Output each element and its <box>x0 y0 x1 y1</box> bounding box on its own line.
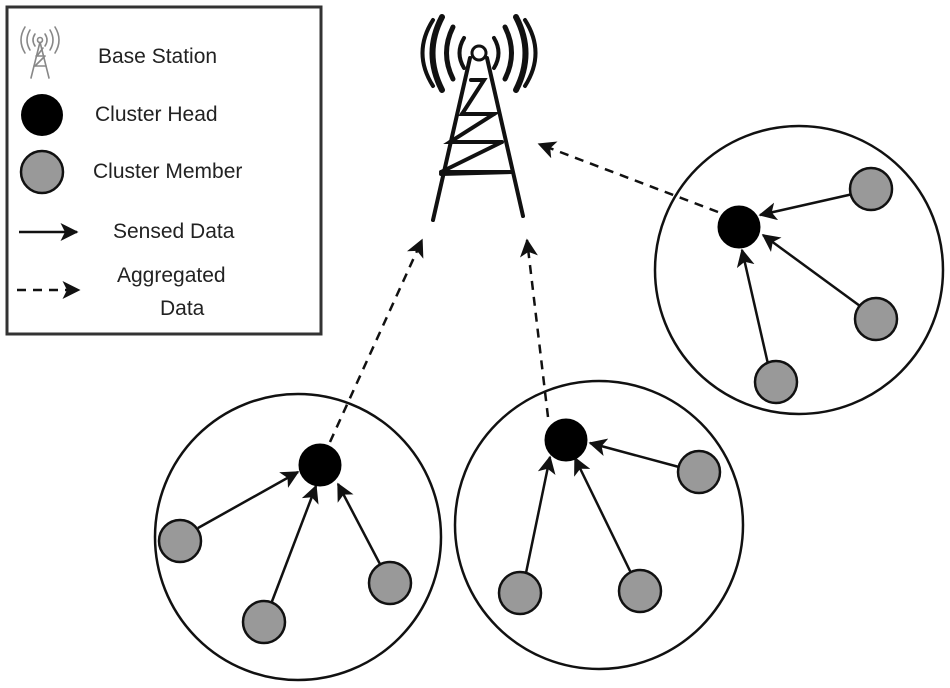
cluster-head-node <box>544 418 588 462</box>
cluster-member-node <box>676 449 722 495</box>
cluster-1-nodes <box>157 443 413 645</box>
cluster-head-node <box>298 443 342 487</box>
cluster-member-node <box>497 570 543 616</box>
aggregated-link-cluster-1 <box>328 238 424 443</box>
cluster-member-node <box>848 166 894 212</box>
sensed-link <box>336 482 383 567</box>
legend: Base Station Cluster Head Cluster Member… <box>5 5 323 336</box>
cluster-boundary-2 <box>453 379 745 671</box>
sensed-link <box>758 192 854 221</box>
cluster-3-nodes <box>717 166 899 405</box>
sensed-link <box>588 438 680 469</box>
cluster-member-label: Cluster Member <box>93 160 242 183</box>
aggregated-data-links <box>328 141 719 443</box>
aggregated-data-label-line1: Aggregated <box>117 264 226 287</box>
sensed-link <box>573 456 633 574</box>
sensed-link <box>736 248 770 365</box>
cluster-member-node <box>241 599 287 645</box>
cluster-head-node <box>717 205 761 249</box>
cluster-boundary-3 <box>653 124 945 416</box>
base-station-tower-icon <box>420 14 538 222</box>
sensed-link <box>269 484 319 605</box>
sensed-data-label: Sensed Data <box>113 220 235 243</box>
aggregated-link-cluster-2 <box>520 238 550 418</box>
base-station-label: Base Station <box>98 45 217 68</box>
cluster-member-node <box>617 568 663 614</box>
sensed-link <box>524 455 556 574</box>
sensed-link <box>197 470 300 530</box>
cluster-member-node <box>753 359 799 405</box>
cluster-head-label: Cluster Head <box>95 103 218 126</box>
cluster-boundary-1 <box>153 392 443 682</box>
sensed-data-links <box>197 192 861 605</box>
cluster-member-legend-icon <box>19 149 65 195</box>
sensed-link <box>761 233 861 308</box>
cluster-member-node <box>367 560 413 606</box>
cluster-head-legend-icon <box>21 94 63 136</box>
cluster-2-nodes <box>497 418 722 616</box>
cluster-member-node <box>157 518 203 564</box>
aggregated-data-label-line2: Data <box>160 297 205 320</box>
cluster-member-node <box>853 296 899 342</box>
base-station-legend-icon <box>20 26 60 79</box>
